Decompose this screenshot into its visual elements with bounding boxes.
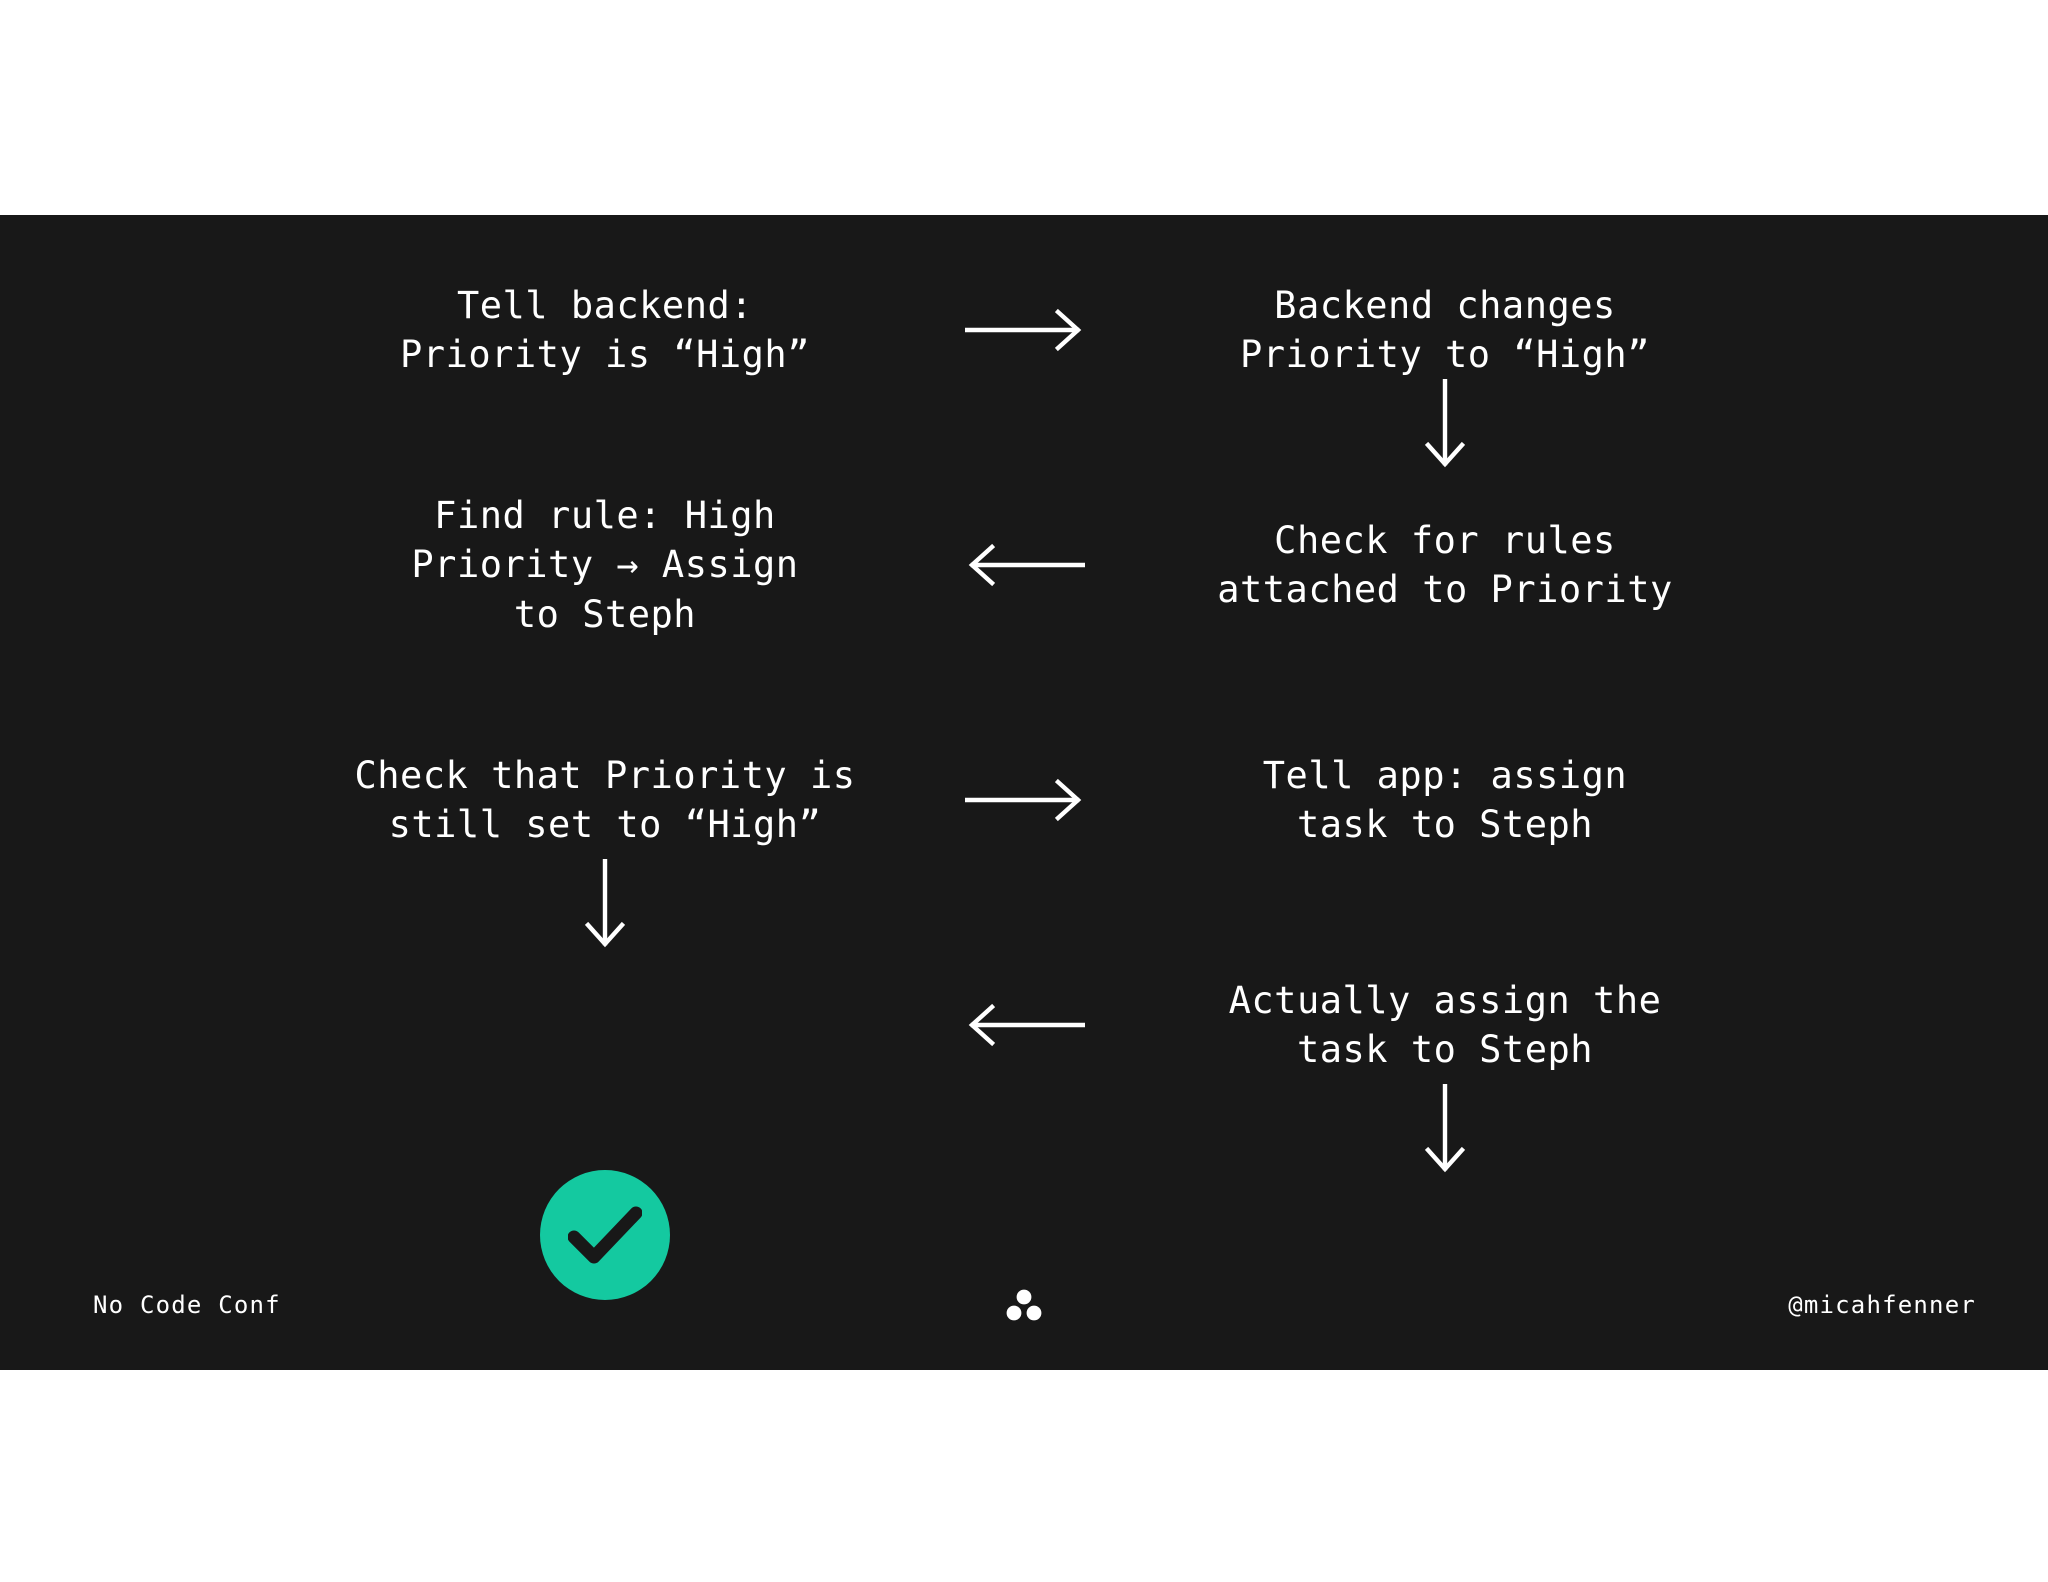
flow-step-4: Find rule: High Priority → Assign to Ste… [300, 460, 910, 670]
flow-step-5: Check that Priority is still set to “Hig… [300, 705, 910, 895]
flow-connector-1 [910, 235, 1140, 425]
flow-step-2-label: Backend changes Priority to “High” [1240, 283, 1650, 376]
flow-step-7: Actually assign the task to Steph [1140, 930, 1750, 1120]
flow-step-3: Check for rules attached to Priority [1140, 460, 1750, 670]
flow-step-4-label: Find rule: High Priority → Assign to Ste… [411, 494, 799, 636]
slide-canvas: Tell backend: Priority is “High” Backend… [0, 215, 2048, 1370]
check-icon [568, 1206, 642, 1264]
arrow-down-icon [584, 859, 626, 948]
flow-step-2: Backend changes Priority to “High” [1140, 235, 1750, 425]
success-circle [540, 1170, 670, 1300]
flow-step-1-label: Tell backend: Priority is “High” [400, 283, 810, 376]
flow-connector-6 [1140, 1070, 1750, 1190]
footer-event-label: No Code Conf [93, 1291, 281, 1319]
flow-connector-5 [910, 705, 1140, 895]
flow-connector-4 [300, 845, 910, 965]
arrow-down-icon [1424, 1084, 1466, 1173]
flow-connector-2 [1140, 365, 1750, 485]
footer-handle-label: @micahfenner [1788, 1291, 1976, 1319]
flow-step-6: Tell app: assign task to Steph [1140, 705, 1750, 895]
flow-step-7-label: Actually assign the task to Steph [1228, 978, 1662, 1071]
arrow-left-icon [968, 543, 1085, 587]
asana-logo-icon [1006, 1289, 1042, 1321]
arrow-down-icon [1424, 379, 1466, 468]
flow-connector-3 [910, 460, 1140, 670]
process-flow-diagram: Tell backend: Priority is “High” Backend… [0, 215, 2048, 1300]
success-badge [300, 1145, 910, 1325]
arrow-right-icon [965, 778, 1082, 822]
flow-step-1: Tell backend: Priority is “High” [300, 235, 910, 425]
arrow-right-icon [965, 308, 1082, 352]
flow-step-5-label: Check that Priority is still set to “Hig… [354, 753, 856, 846]
arrow-left-icon [968, 1003, 1085, 1047]
slide-footer: No Code Conf @micahfenner [0, 1240, 2048, 1370]
flow-step-6-label: Tell app: assign task to Steph [1262, 753, 1628, 846]
flow-step-3-label: Check for rules attached to Priority [1217, 518, 1673, 611]
flow-connector-7 [910, 930, 1140, 1120]
